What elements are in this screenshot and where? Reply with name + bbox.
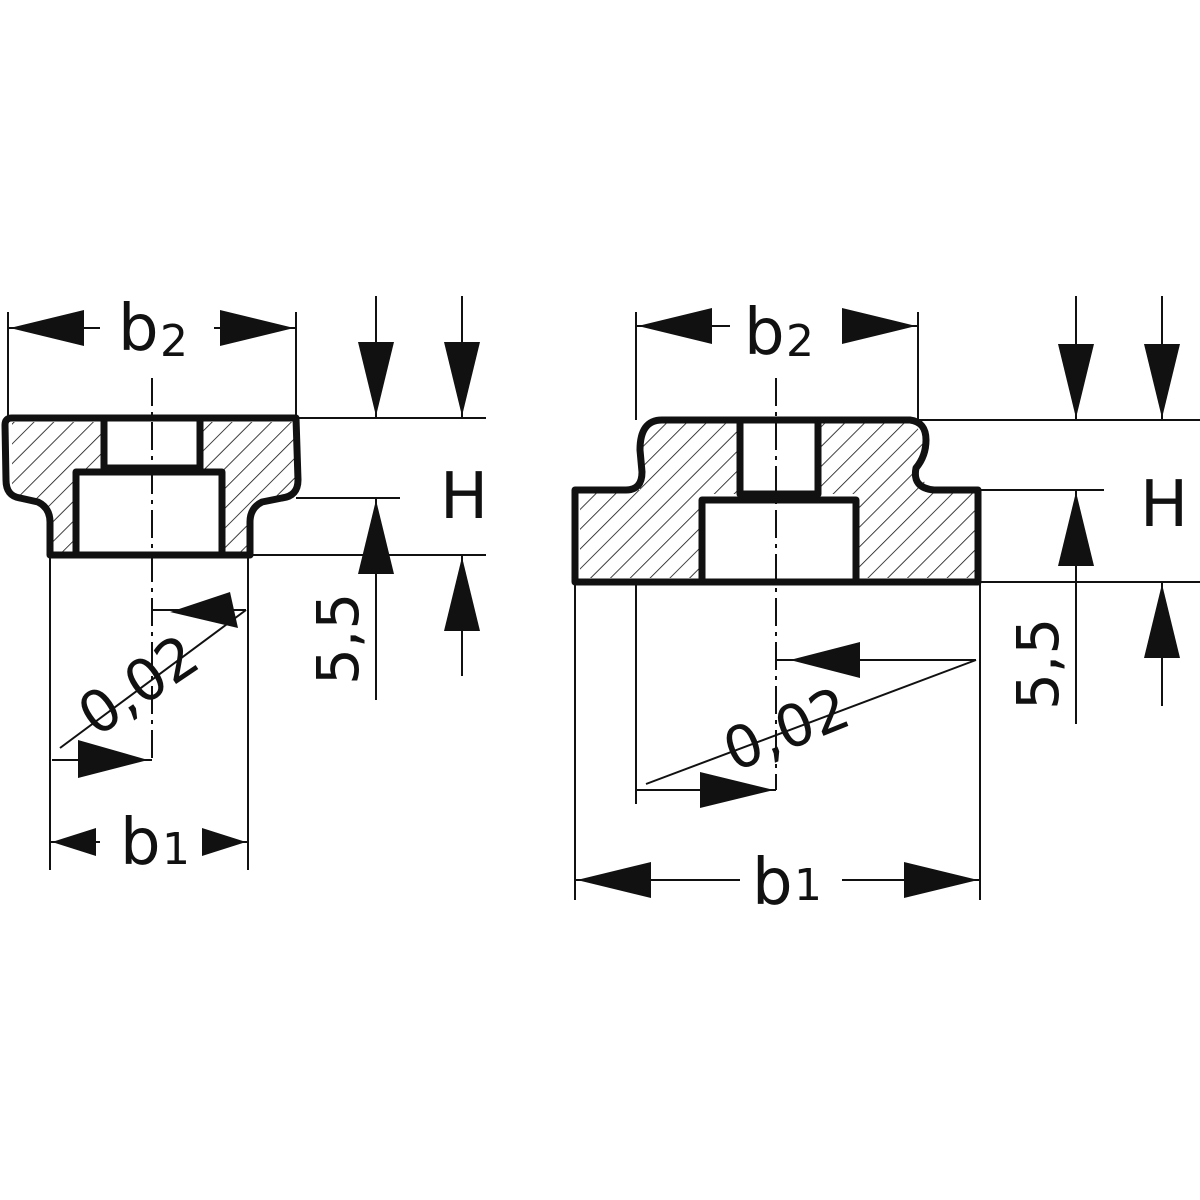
left-part-body [1, 414, 302, 559]
left-h-arrow-top [444, 342, 480, 416]
left-tol-label: 0,02 [66, 621, 211, 750]
left-b1-arrow-left [52, 828, 96, 856]
right-b1-arrow-left [577, 862, 651, 898]
right-tol-arrow-lower [700, 772, 774, 808]
right-tol-arrow-upper [790, 642, 860, 678]
right-tol-label: 0,02 [714, 674, 859, 785]
right-h-label: H [1140, 468, 1188, 542]
left-b2-label: b [118, 292, 159, 366]
right-part-body [571, 416, 982, 586]
left-5-5-label: 5,5 [304, 593, 372, 685]
left-tol-arrow-lower [78, 740, 148, 778]
right-b1-arrow-right [904, 862, 978, 898]
right-b1-label: b [752, 846, 793, 920]
left-tol-arrow-upper [170, 592, 238, 628]
right-5-5-arrow-bottom [1058, 492, 1094, 566]
right-section-view: b 2 5,5 H 0,02 b 1 [571, 296, 1200, 920]
left-b1-label: b [120, 806, 161, 880]
left-b2-arrow-right [220, 310, 294, 346]
right-h-arrow-top [1144, 344, 1180, 418]
right-b2-arrow-right [842, 308, 916, 344]
left-5-5-arrow-top [358, 342, 394, 416]
right-b2-label: b [744, 296, 785, 370]
right-b2-subscript: 2 [786, 316, 814, 367]
left-5-5-arrow-bottom [358, 500, 394, 574]
right-h-arrow-bottom [1144, 584, 1180, 658]
left-b1-arrow-right [202, 828, 246, 856]
left-section-view: b 2 5,5 H 0,02 b 1 [1, 292, 488, 880]
left-b2-subscript: 2 [160, 316, 188, 367]
left-b1-subscript: 1 [162, 824, 190, 875]
left-h-arrow-bottom [444, 557, 480, 631]
right-b2-arrow-left [638, 308, 712, 344]
right-5-5-arrow-top [1058, 344, 1094, 418]
left-h-label: H [440, 460, 488, 534]
right-b1-subscript: 1 [794, 860, 822, 911]
right-5-5-label: 5,5 [1004, 618, 1072, 710]
left-b2-arrow-left [10, 310, 84, 346]
